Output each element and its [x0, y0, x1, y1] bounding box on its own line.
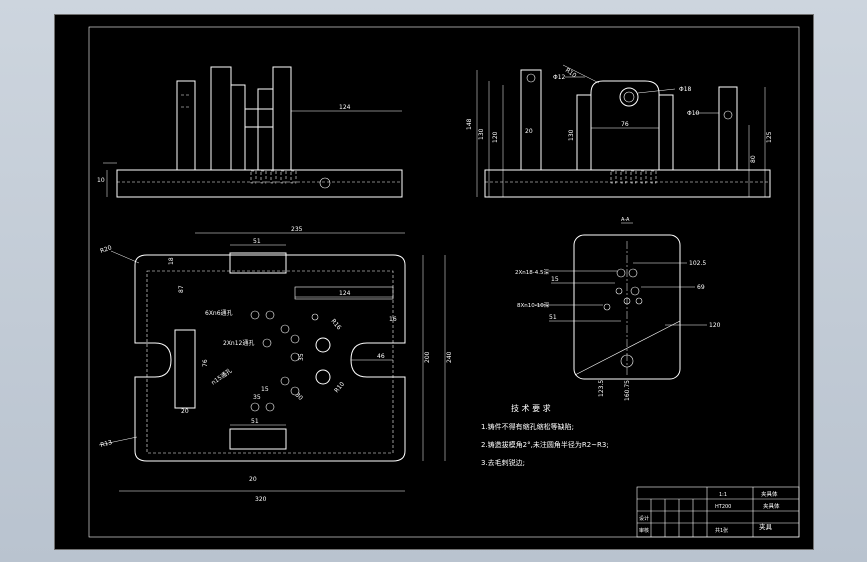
dim-side-148: 148: [466, 118, 473, 130]
note-2xn18: 2Xn18-4.5深: [515, 268, 549, 276]
dim-side-phi18: Φ18: [679, 86, 692, 93]
dim-side-r10: R10: [564, 67, 578, 80]
title-block: 1:1 夹具体 HT200 夹具体 设计 审核 共1张 夹具: [636, 486, 800, 538]
dim-side-phi12: Φ12: [553, 74, 566, 81]
dim-plan-235: 235: [291, 226, 303, 233]
tech-title: 技 术 要 求: [511, 403, 551, 413]
dim-side-120: 120: [492, 131, 499, 143]
dim-plan-46: 46: [377, 353, 385, 360]
note-8xn10: 8Xn10-10深: [517, 301, 550, 309]
tb-checker: 审核: [639, 527, 649, 534]
dim-plan-r13: R13: [100, 439, 113, 449]
plan-holes: [250, 310, 331, 412]
dim-detail-123_5: 123.5: [598, 380, 605, 397]
dim-plan-r16: R16: [329, 318, 342, 332]
detail-view: A-A 2Xn18-4.5深 8Xn10-10深 102.5 15 69 51 …: [515, 217, 721, 401]
tb-name: 夹具体: [763, 502, 780, 510]
dim-detail-120: 120: [709, 322, 721, 329]
note-hole-n15: n15通孔: [210, 367, 234, 387]
dim-side-80: 80: [750, 155, 757, 163]
dim-plan-16: 16: [389, 316, 397, 323]
dim-side-130: 130: [478, 128, 485, 140]
tech-note-1: 1.铸件不得有缩孔缩松等缺陷;: [481, 422, 574, 431]
dim-side-20: 20: [525, 128, 533, 135]
tb-material: HT200: [715, 504, 731, 510]
tech-note-2: 2.铸造拔模角2°,未注圆角半径为R2~R3;: [481, 440, 609, 449]
tb-drawing-no: 夹具: [759, 522, 773, 531]
dim-side-130b: 130: [568, 129, 575, 141]
plan-view: 235 51 R20 18 87 124 16 76 20 46 200 240…: [98, 226, 453, 503]
drawing-frame: [88, 26, 800, 538]
detail-section-label: A-A: [621, 217, 630, 223]
dim-front-10: 10: [97, 177, 105, 184]
tb-designer: 设计: [639, 515, 649, 522]
dim-plan-30: 30: [294, 391, 304, 401]
dim-detail-15: 15: [551, 276, 559, 283]
dim-plan-35: 35: [298, 353, 305, 361]
side-view: 148 130 120 20 130 76 R10 Φ12 Φ18 Φ10 12…: [466, 64, 773, 198]
dim-plan-240: 240: [446, 351, 453, 363]
dim-plan-18: 18: [168, 257, 175, 265]
dim-plan-76: 76: [202, 359, 209, 367]
tb-sheet: 共1张: [715, 527, 728, 534]
dim-plan-51b: 51: [251, 418, 259, 425]
note-hole-2xn12: 2Xn12通孔: [223, 339, 254, 347]
dim-plan-124: 124: [339, 290, 351, 297]
cad-viewport[interactable]: 124 10 148 130 120: [54, 14, 814, 550]
dim-plan-20: 20: [181, 408, 189, 415]
dim-plan-20b: 20: [249, 476, 257, 483]
dim-plan-200: 200: [424, 351, 431, 363]
dim-side-76: 76: [621, 121, 629, 128]
front-view: 124 10: [97, 66, 403, 198]
dim-plan-51: 51: [253, 238, 261, 245]
dim-plan-320: 320: [255, 496, 267, 503]
technical-requirements: 技 术 要 求 1.铸件不得有缩孔缩松等缺陷; 2.铸造拔模角2°,未注圆角半径…: [481, 403, 609, 467]
dim-plan-87: 87: [178, 285, 185, 293]
dim-side-phi10: Φ10: [687, 110, 700, 117]
dim-detail-69: 69: [697, 284, 705, 291]
dim-detail-160_75: 160.75: [624, 380, 631, 401]
dim-plan-35b: 35: [253, 394, 261, 401]
dim-plan-r20: R20: [99, 244, 113, 255]
dim-plan-15: 15: [261, 386, 269, 393]
tb-company: 夹具体: [761, 490, 778, 498]
note-hole-6xn6: 6Xn6通孔: [205, 309, 233, 317]
dim-detail-51: 51: [549, 314, 557, 321]
tb-scale: 1:1: [719, 492, 727, 498]
dim-detail-102_5: 102.5: [689, 260, 706, 267]
cad-drawing: 124 10 148 130 120: [88, 26, 800, 538]
dim-plan-r10: R10: [333, 381, 346, 395]
tech-note-3: 3.去毛刺锐边;: [481, 458, 525, 467]
dim-side-125: 125: [766, 131, 773, 143]
dim-front-124: 124: [339, 104, 351, 111]
